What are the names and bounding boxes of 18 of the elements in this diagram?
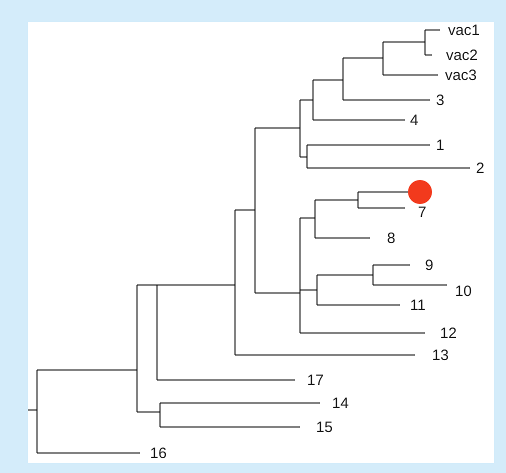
leaf-label: 9 bbox=[425, 257, 434, 274]
leaf-label: 10 bbox=[455, 283, 472, 300]
leaf-label: 4 bbox=[410, 112, 418, 129]
leaf-label: 1 bbox=[436, 137, 444, 154]
leaf-label: 12 bbox=[440, 325, 457, 342]
leaf-label: vac2 bbox=[446, 47, 478, 64]
leaf-label: 7 bbox=[418, 204, 426, 221]
leaf-label: 14 bbox=[332, 395, 349, 412]
leaf-label: 3 bbox=[436, 92, 444, 109]
leaf-label: 17 bbox=[307, 372, 324, 389]
leaf-label: 15 bbox=[316, 419, 333, 436]
leaf-label: vac1 bbox=[448, 22, 480, 39]
leaf-label: 8 bbox=[387, 230, 396, 247]
leaf-label: 13 bbox=[432, 347, 449, 364]
leaf-label: vac3 bbox=[445, 67, 477, 84]
leaf-label: 2 bbox=[476, 160, 484, 177]
leaf-label: 16 bbox=[150, 445, 167, 462]
leaf-label: 11 bbox=[410, 297, 426, 314]
